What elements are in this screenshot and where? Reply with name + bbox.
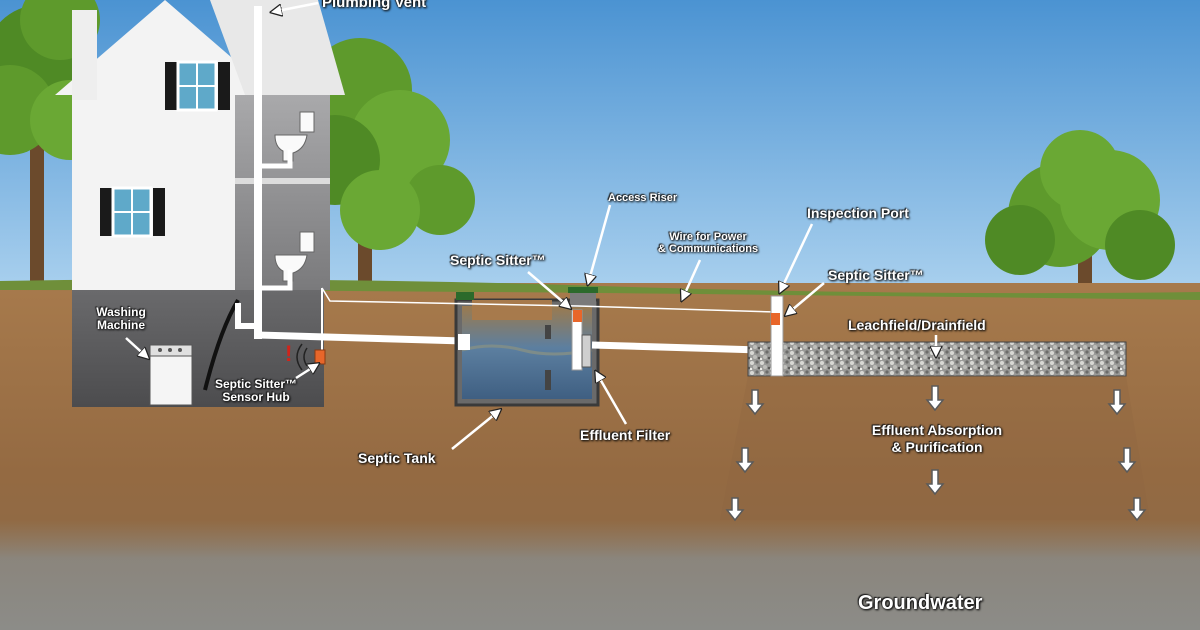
access-riser-label: Access Riser	[608, 192, 678, 204]
sensor-alert-icon: !	[285, 341, 293, 366]
effluent-filter-label: Effluent Filter	[580, 427, 671, 443]
leachfield-label: Leachfield/Drainfield	[848, 317, 986, 333]
absorption-label-line2: & Purification	[891, 438, 983, 455]
washing-machine-label: Washing Machine	[82, 306, 160, 331]
tank-sensor-device	[573, 310, 582, 322]
house	[55, 0, 345, 290]
washing-machine	[149, 344, 193, 406]
house-plumbing	[235, 6, 469, 345]
groundwater-label: Groundwater	[858, 592, 983, 614]
inspection-port-pipe	[770, 295, 784, 377]
washing-machine-label-line1: Washing	[96, 305, 146, 319]
sensor-hub-device	[314, 349, 326, 365]
port-sensor-device	[771, 313, 780, 325]
septic-sitter-tank-label: Septic Sitter™	[450, 252, 546, 268]
wire-label: Wire for Power & Communications	[648, 231, 768, 255]
sensor-hub-label: Septic Sitter™ Sensor Hub	[206, 378, 306, 403]
septic-tank-label: Septic Tank	[358, 450, 436, 466]
plumbing-vent-label: Plumbing Vent	[322, 0, 427, 11]
wire-label-line1: Wire for Power	[669, 231, 747, 243]
sensor-signal-icon	[296, 343, 308, 371]
power-wire	[321, 287, 777, 313]
dispersion-zone	[720, 376, 1150, 520]
groundwater-zone	[0, 520, 1200, 630]
sensor-hub-label-line2: Sensor Hub	[222, 389, 290, 404]
sensor-hub-label-line1: Septic Sitter™	[214, 377, 298, 391]
toilet-upper	[274, 111, 315, 162]
inspection-port-label: Inspection Port	[807, 205, 909, 221]
absorption-label-line1: Effluent Absorption	[871, 422, 1003, 438]
absorption-label: Effluent Absorption & Purification	[852, 423, 1022, 454]
callout-arrows	[125, 1, 936, 450]
washing-machine-label-line2: Machine	[96, 317, 145, 332]
toilet-lower	[274, 231, 315, 282]
basement	[72, 290, 324, 407]
outlet-pipe	[591, 341, 761, 354]
septic-sitter-port-label: Septic Sitter™	[828, 267, 924, 283]
wire-label-line2: & Communications	[657, 242, 759, 255]
drainage-arrows	[725, 385, 1147, 522]
washer-drain-hose	[203, 298, 240, 391]
